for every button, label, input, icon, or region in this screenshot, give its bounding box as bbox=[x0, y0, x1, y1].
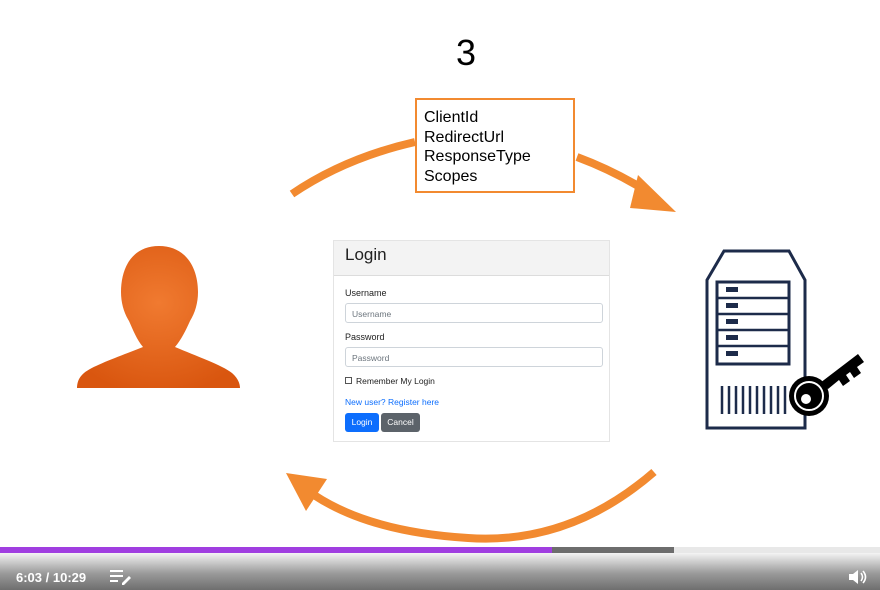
username-input[interactable]: Username bbox=[345, 303, 603, 323]
flow-arc-top-right bbox=[575, 153, 648, 194]
time-display: 6:03 / 10:29 bbox=[16, 570, 87, 585]
arrowhead-right bbox=[630, 175, 676, 212]
request-params-box: ClientId RedirectUrl ResponseType Scopes bbox=[415, 98, 575, 193]
server-key-icon bbox=[705, 249, 864, 430]
param-scopes: Scopes bbox=[424, 167, 478, 185]
login-header bbox=[334, 241, 609, 276]
cancel-button[interactable]: Cancel bbox=[381, 413, 420, 432]
param-redirect-url: RedirectUrl bbox=[424, 128, 505, 146]
login-title: Login bbox=[345, 245, 387, 264]
login-button[interactable]: Login bbox=[345, 413, 379, 432]
volume-icon[interactable] bbox=[848, 569, 868, 590]
register-link[interactable]: New user? Register here bbox=[345, 397, 440, 407]
video-progress-bar[interactable] bbox=[0, 547, 880, 553]
slide-canvas: 3 ClientId RedirectUrl ResponseType Scop… bbox=[77, 32, 864, 543]
video-control-bar: 6:03 / 10:29 bbox=[0, 553, 880, 590]
username-label: Username bbox=[345, 288, 387, 298]
flow-arc-top-left bbox=[289, 138, 416, 198]
progress-played bbox=[0, 547, 552, 553]
password-label: Password bbox=[345, 332, 385, 342]
param-response-type: ResponseType bbox=[424, 148, 531, 165]
login-form-card: Login Username Username Password Passwor… bbox=[333, 240, 610, 442]
password-input[interactable]: Password bbox=[345, 347, 603, 367]
flow-arc-bottom bbox=[311, 468, 657, 543]
step-number: 3 bbox=[456, 32, 477, 73]
diagram-graphics bbox=[77, 138, 864, 543]
param-client-id: ClientId bbox=[424, 109, 479, 126]
remember-login-label: Remember My Login bbox=[356, 376, 435, 386]
arrowhead-left bbox=[286, 473, 327, 511]
remember-login-checkbox[interactable] bbox=[345, 377, 352, 384]
playlist-icon[interactable] bbox=[110, 569, 132, 590]
user-silhouette-icon bbox=[77, 246, 240, 388]
